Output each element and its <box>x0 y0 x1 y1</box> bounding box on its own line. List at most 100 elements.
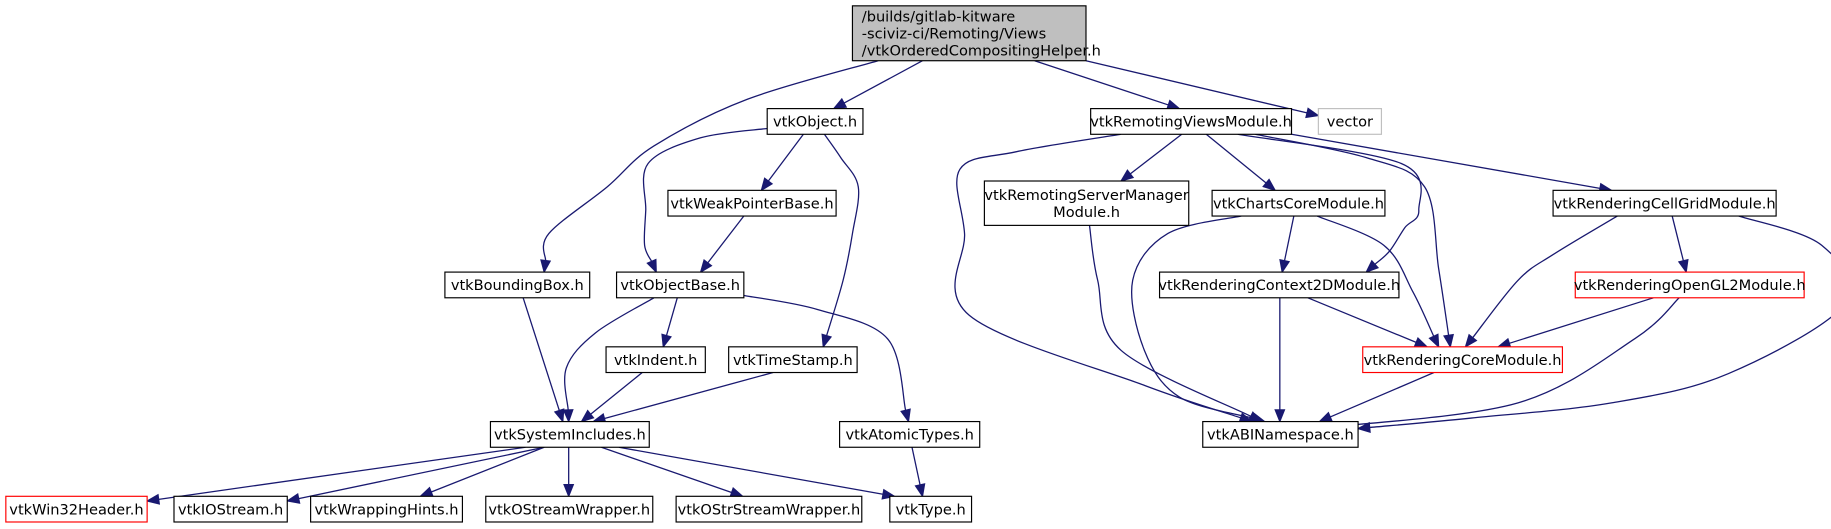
edge-vtkRenderingOpenGL2Module-to-vtkRenderingCoreModule <box>1496 297 1654 349</box>
node-vtkAtomicTypes[interactable]: vtkAtomicTypes.h <box>839 420 981 448</box>
edge-vtkSystemIncludes-to-vtkIOStream <box>285 446 545 504</box>
edge-line <box>1129 133 1183 175</box>
edge-line <box>1255 133 1450 336</box>
arrowhead-icon <box>1318 411 1333 423</box>
arrowhead-icon <box>729 487 745 498</box>
node-box[interactable] <box>766 108 864 135</box>
node-vtkOStrStreamWrapper[interactable]: vtkOStrStreamWrapper.h <box>675 495 863 523</box>
node-box[interactable] <box>615 271 745 299</box>
node-vector[interactable]: vector <box>1317 108 1383 135</box>
node-box[interactable] <box>1552 189 1777 217</box>
node-label: vtkTimeStamp.h <box>733 352 853 369</box>
edge-line <box>1131 215 1254 419</box>
node-box[interactable] <box>675 495 863 523</box>
arrowhead-icon <box>1119 169 1135 182</box>
edge-root-to-vtkRemotingViewsModule <box>1034 60 1181 111</box>
edge-vtkObjectBase-to-vtkAtomicTypes <box>743 294 911 424</box>
node-label: vtkIOStream.h <box>178 501 283 518</box>
node-label: vtkObjectBase.h <box>620 277 740 294</box>
node-vtkWrappingHints[interactable]: vtkWrappingHints.h <box>310 495 464 523</box>
node-box[interactable] <box>889 495 973 523</box>
node-vtkABINamespace[interactable]: vtkABINamespace.h <box>1202 420 1359 448</box>
node-label: vtkWrappingHints.h <box>315 501 459 518</box>
node-vtkOStreamWrapper[interactable]: vtkOStreamWrapper.h <box>485 495 654 523</box>
node-vtkRemotingViewsModule[interactable]: vtkRemotingViewsModule.h <box>1090 108 1293 135</box>
node-label: vtkRenderingCoreModule.h <box>1364 352 1562 369</box>
edge-vtkObject-to-vtkTimeStamp <box>821 133 860 349</box>
arrowhead-icon <box>1274 409 1286 424</box>
arrowhead-icon <box>1365 259 1380 274</box>
node-box[interactable] <box>1362 346 1564 374</box>
node-label: /vtkOrderedCompositingHelper.h <box>862 42 1101 59</box>
arrowhead-icon <box>145 493 161 505</box>
node-box[interactable] <box>605 346 706 374</box>
edge-line <box>743 294 907 411</box>
arrowhead-icon <box>832 97 848 110</box>
node-box[interactable] <box>851 5 1087 62</box>
node-box[interactable] <box>1574 271 1805 299</box>
node-vtkIOStream[interactable]: vtkIOStream.h <box>173 495 288 523</box>
node-box[interactable] <box>839 420 981 448</box>
node-vtkRenderingContext2DModule[interactable]: vtkRenderingContext2DModule.h <box>1158 271 1400 299</box>
edge-line <box>911 447 921 486</box>
arrowhead-icon <box>285 493 301 504</box>
node-vtkSystemIncludes[interactable]: vtkSystemIncludes.h <box>489 420 650 448</box>
edge-line <box>767 133 804 182</box>
edge-vtkRenderingContext2DModule-to-vtkRenderingCoreModule <box>1307 297 1429 348</box>
edge-line <box>618 446 884 495</box>
arrowhead-icon <box>1279 258 1291 274</box>
node-box[interactable] <box>1090 108 1293 135</box>
node-root[interactable]: /builds/gitlab-kitware-sciviz-ci/Remotin… <box>851 5 1101 62</box>
edge-line <box>601 446 732 494</box>
edge-line <box>1283 215 1295 261</box>
node-vtkChartsCoreModule[interactable]: vtkChartsCoreModule.h <box>1211 189 1386 217</box>
arrowhead-icon <box>1413 337 1429 348</box>
node-vtkRenderingOpenGL2Module[interactable]: vtkRenderingOpenGL2Module.h <box>1574 271 1806 299</box>
node-box[interactable] <box>485 495 654 523</box>
edge-line <box>431 446 545 493</box>
node-box[interactable] <box>1211 189 1386 217</box>
node-vtkBoundingBox[interactable]: vtkBoundingBox.h <box>444 271 591 299</box>
arrowhead-icon <box>1305 107 1320 119</box>
node-label: vtkWin32Header.h <box>9 501 143 518</box>
node-vtkRenderingCoreModule[interactable]: vtkRenderingCoreModule.h <box>1362 346 1564 374</box>
node-label: vtkBoundingBox.h <box>451 277 584 294</box>
node-vtkIndent[interactable]: vtkIndent.h <box>605 346 706 374</box>
node-vtkWeakPointerBase[interactable]: vtkWeakPointerBase.h <box>667 189 837 217</box>
node-box[interactable] <box>5 495 148 523</box>
node-box[interactable] <box>1158 271 1400 299</box>
edge-vtkChartsCoreModule-to-vtkRenderingCoreModule <box>1316 215 1440 349</box>
edge-root-to-vtkObject <box>832 60 923 110</box>
node-vtkTimeStamp[interactable]: vtkTimeStamp.h <box>728 346 858 374</box>
node-vtkRenderingCellGridModule[interactable]: vtkRenderingCellGridModule.h <box>1552 189 1777 217</box>
arrowhead-icon <box>540 259 552 274</box>
edge-line <box>1291 133 1601 189</box>
node-label: /builds/gitlab-kitware <box>862 9 1016 26</box>
edge-vtkRemotingViewsModule-to-vtkRenderingCellGridModule <box>1291 133 1614 194</box>
node-vtkType[interactable]: vtkType.h <box>889 495 973 523</box>
edge-vtkIndent-to-vtkSystemIncludes <box>580 372 643 423</box>
arrowhead-icon <box>760 177 774 192</box>
edge-line <box>1369 215 1831 429</box>
node-box[interactable] <box>310 495 464 523</box>
arrowhead-icon <box>646 258 657 274</box>
node-box[interactable] <box>983 180 1190 226</box>
node-vtkObjectBase[interactable]: vtkObjectBase.h <box>615 271 745 299</box>
edge-line <box>590 372 643 415</box>
node-vtkWin32Header[interactable]: vtkWin32Header.h <box>5 495 148 523</box>
node-box[interactable] <box>444 271 591 299</box>
node-vtkObject[interactable]: vtkObject.h <box>766 108 864 135</box>
node-box[interactable] <box>173 495 288 523</box>
arrowhead-icon <box>553 408 565 424</box>
edge-line <box>954 133 1241 419</box>
edge-line <box>542 60 879 261</box>
node-label: vtkOStrStreamWrapper.h <box>678 501 861 518</box>
node-box[interactable] <box>728 346 858 374</box>
node-box[interactable] <box>1202 420 1359 448</box>
node-box[interactable] <box>667 189 837 217</box>
node-box[interactable] <box>489 420 650 448</box>
edge-line <box>1316 215 1435 337</box>
node-box[interactable] <box>1317 108 1383 135</box>
